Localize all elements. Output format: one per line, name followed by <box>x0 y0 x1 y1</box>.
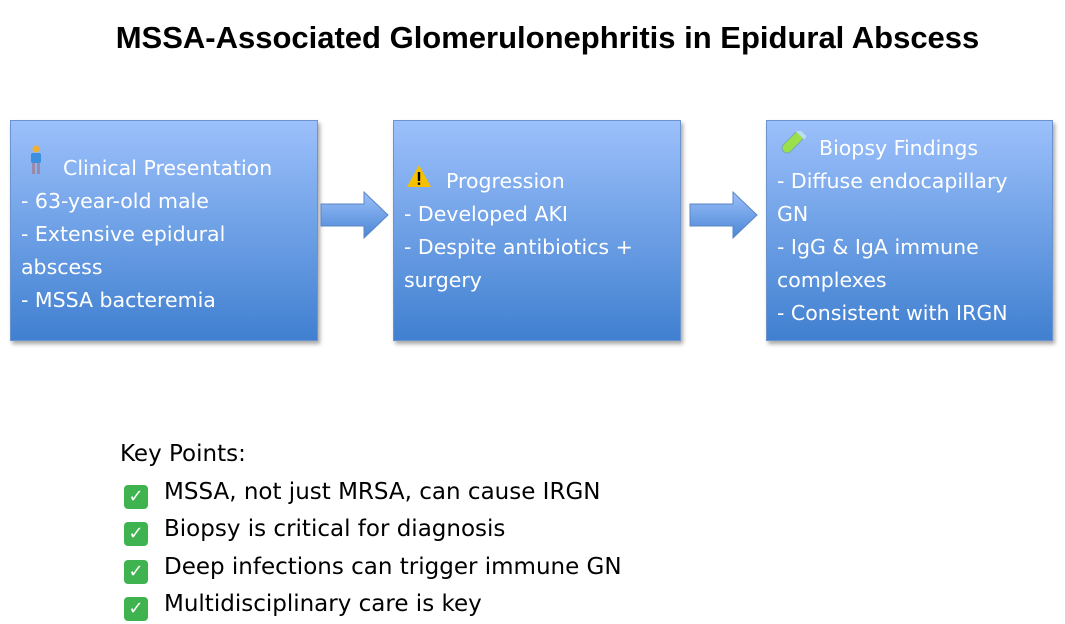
key-points-heading: Key Points: <box>120 441 246 467</box>
key-point-text: Deep infections can trigger immune GN <box>164 553 622 580</box>
key-point-item: ✓ Multidisciplinary care is key <box>120 586 622 624</box>
check-icon: ✓ <box>124 597 148 621</box>
progression-box: Progression - Developed AKI - Despite an… <box>393 120 681 341</box>
check-icon: ✓ <box>124 484 148 509</box>
person-icon <box>21 145 51 185</box>
check-icon: ✓ <box>124 559 148 584</box>
arrow-right-icon <box>689 190 758 240</box>
key-point-text: MSSA, not just MRSA, can cause IRGN <box>164 478 601 505</box>
box-line: - Extensive epidural abscess <box>21 221 226 279</box>
box-line: - Diffuse endocapillary GN <box>777 169 1008 226</box>
page-title: MSSA-Associated Glomerulonephritis in Ep… <box>115 20 980 55</box>
box-heading: Progression <box>446 169 565 193</box>
box-heading: Clinical Presentation <box>63 155 273 180</box>
check-icon: ✓ <box>124 522 148 546</box>
box-heading: Biopsy Findings <box>819 136 979 160</box>
key-points: Key Points: ✓ MSSA, not just MRSA, can ca… <box>120 436 622 624</box>
test-tube-icon <box>777 128 807 165</box>
box-line: - MSSA bacteremia <box>21 287 216 312</box>
key-point-item: ✓ Biopsy is critical for diagnosis <box>120 511 622 549</box>
box-line: - Consistent with IRGN <box>777 301 1008 325</box>
box-line: - 63-year-old male <box>21 188 209 213</box>
clinical-presentation-box: Clinical Presentation - 63-year-old male… <box>10 120 318 341</box>
box-line: - IgG & IgA immune complexes <box>777 235 979 292</box>
key-point-item: ✓ Deep infections can trigger immune GN <box>120 549 622 587</box>
key-point-text: Multidisciplinary care is key <box>164 591 482 617</box>
box-line: - Despite antibiotics + surgery <box>404 235 633 292</box>
biopsy-findings-box: Biopsy Findings - Diffuse endocapillary … <box>766 120 1053 341</box>
box-line: - Developed AKI <box>404 202 568 226</box>
arrow-right-icon <box>320 190 389 240</box>
warning-icon <box>404 164 434 198</box>
key-point-text: Biopsy is critical for diagnosis <box>164 516 506 542</box>
key-point-item: ✓ MSSA, not just MRSA, can cause IRGN <box>120 474 622 512</box>
